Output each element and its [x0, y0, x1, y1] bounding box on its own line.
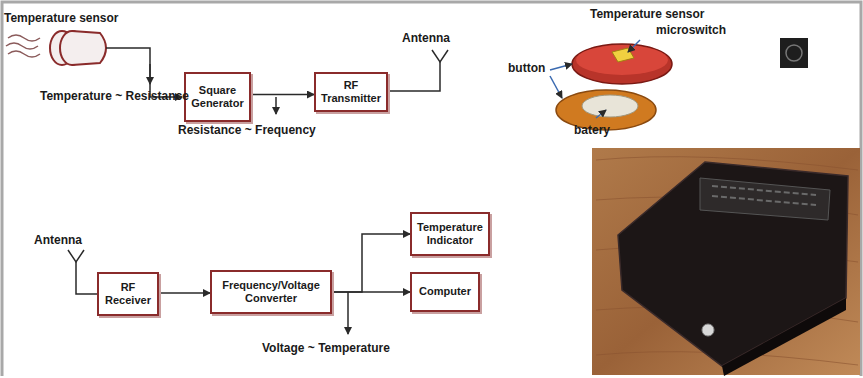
annotation-label: Temperature ~ Resistance [40, 90, 189, 103]
process-box: Computer [410, 272, 480, 312]
annotation-label: microswitch [656, 24, 726, 37]
annotation-label: Voltage ~ Temperature [262, 342, 390, 355]
annotation-label: Temperature sensor [4, 12, 119, 25]
annotation-label: Resistance ~ Frequency [178, 124, 316, 137]
process-box: Temperature Indicator [410, 212, 490, 256]
process-box: RF Transmitter [314, 72, 388, 112]
box-label: Frequency/Voltage Converter [216, 279, 326, 305]
box-label: RF Receiver [103, 281, 153, 307]
box-label: Square Generator [190, 84, 245, 110]
process-box: RF Receiver [97, 272, 159, 316]
process-box: Square Generator [184, 72, 251, 122]
box-label: Computer [419, 285, 471, 298]
signal-arrow [332, 291, 410, 293]
signal-arrow [251, 94, 314, 96]
annotation-label: batery [574, 124, 610, 137]
annotation-label: button [508, 62, 545, 75]
signal-arrow [332, 234, 410, 292]
box-label: Temperature Indicator [416, 221, 484, 247]
signal-arrow [159, 292, 210, 294]
annotation-label: Antenna [402, 32, 450, 45]
annotation-label: Temperature sensor [590, 8, 705, 21]
annotation-label: Antenna [34, 234, 82, 247]
box-label: RF Transmitter [320, 79, 382, 105]
process-box: Frequency/Voltage Converter [210, 270, 332, 314]
